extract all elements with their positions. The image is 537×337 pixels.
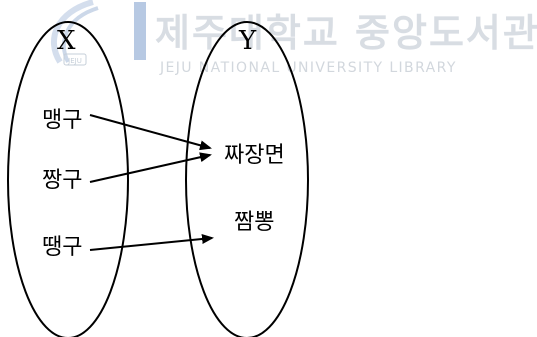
domain-item-maenggu: 맹구 — [42, 108, 83, 133]
domain-item-ttaenggu: 땡구 — [42, 235, 83, 260]
set-x-label: X — [57, 26, 76, 56]
watermark-title: 제주대학교 중앙도서관 — [155, 11, 537, 55]
arrow-jjanggu-jjajangmyeon — [89, 152, 212, 183]
watermark-subtitle: JEJU NATIONAL UNIVERSITY LIBRARY — [160, 60, 457, 76]
set-y-label: Y — [239, 26, 257, 56]
domain-item-jjanggu: 짱구 — [42, 168, 83, 193]
arrow-ttaenggu-jjamppong — [89, 234, 214, 251]
arrow-maenggu-jjajangmyeon — [89, 114, 212, 151]
logo-text: JEJU — [67, 57, 82, 65]
set-x-ellipse — [7, 21, 129, 337]
codomain-item-jjajangmyeon: 짜장면 — [224, 143, 285, 168]
university-logo-watermark: JEJU — [50, 0, 146, 66]
codomain-item-jjamppong: 짬뽕 — [234, 210, 275, 235]
set-y-ellipse — [185, 21, 309, 337]
